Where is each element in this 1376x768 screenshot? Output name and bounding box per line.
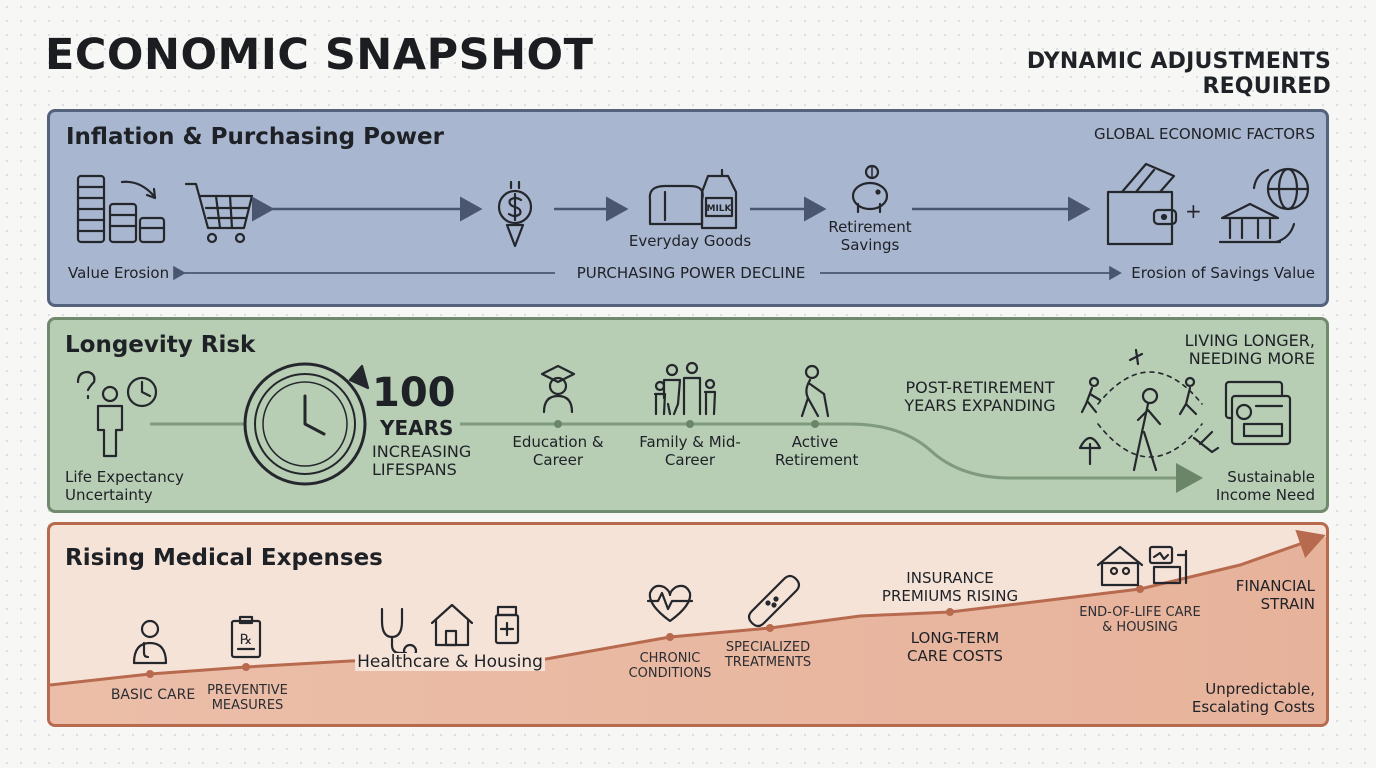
shopping-cart-icon bbox=[184, 182, 254, 244]
elder-cane-icon bbox=[800, 364, 830, 418]
financial-strain-label: FINANCIAL STRAIN bbox=[1235, 577, 1315, 613]
global-factors-label: GLOBAL ECONOMIC FACTORS bbox=[1094, 125, 1315, 143]
healthcare-housing-label: Healthcare & Housing bbox=[355, 653, 545, 671]
wallet-cash-icon bbox=[1106, 162, 1178, 246]
years-word: YEARS bbox=[380, 416, 454, 440]
timeline-dot bbox=[686, 420, 694, 428]
care-home-icon bbox=[1096, 545, 1144, 587]
hospital-monitor-icon bbox=[1148, 545, 1188, 585]
prescription-icon bbox=[230, 615, 262, 659]
milk-label: MILK bbox=[706, 204, 732, 214]
curve-dot bbox=[242, 663, 250, 671]
activities-icon bbox=[1078, 348, 1220, 472]
stage-family-label: Family & Mid-Career bbox=[639, 433, 741, 469]
bank-globe-icon bbox=[1218, 167, 1310, 244]
chronic-conditions-label: CHRONIC CONDITIONS bbox=[628, 651, 712, 681]
long-term-care-label: LONG-TERM CARE COSTS bbox=[907, 629, 1003, 665]
social-security-card-icon bbox=[1224, 380, 1292, 446]
preventive-measures-label: PREVENTIVE MEASURES bbox=[207, 683, 288, 713]
value-erosion-label: Value Erosion bbox=[68, 264, 170, 282]
timeline-dot bbox=[554, 420, 562, 428]
purchasing-power-decline-label: PURCHASING POWER DECLINE bbox=[576, 264, 806, 282]
house-icon bbox=[430, 603, 474, 647]
stethoscope-icon bbox=[380, 607, 418, 659]
rx-symbol: ℞ bbox=[240, 632, 253, 648]
medical-title: Rising Medical Expenses bbox=[65, 545, 383, 571]
life-expectancy-label: Life Expectancy Uncertainty bbox=[65, 468, 184, 504]
retirement-savings-label: Retirement Savings bbox=[828, 218, 912, 254]
curve-dot bbox=[666, 633, 674, 641]
longevity-graphics bbox=[76, 348, 1292, 493]
curve-dot bbox=[146, 670, 154, 678]
specialized-treatments-label: SPECIALIZED TREATMENTS bbox=[724, 640, 812, 670]
coin-stacks-icon bbox=[76, 174, 166, 244]
years-number: 100 bbox=[372, 370, 456, 416]
end-of-life-label: END-OF-LIFE CARE & HOUSING bbox=[1079, 605, 1201, 635]
timeline-dot bbox=[811, 420, 819, 428]
increasing-lifespans-label: INCREASING LIFESPANS bbox=[372, 442, 472, 479]
erosion-savings-label: Erosion of Savings Value bbox=[1131, 264, 1315, 282]
plus-sign: + bbox=[1185, 199, 1202, 223]
inflation-graphics: MILK bbox=[76, 162, 1310, 281]
inflation-panel: Inflation & Purchasing Power GLOBAL ECON… bbox=[47, 109, 1329, 307]
clock-icon bbox=[243, 362, 370, 486]
everyday-goods-label: Everyday Goods bbox=[628, 232, 752, 250]
inflation-title: Inflation & Purchasing Power bbox=[66, 124, 444, 150]
bandage-icon bbox=[747, 574, 801, 628]
family-icon bbox=[653, 361, 717, 416]
unpredictable-costs-label: Unpredictable, Escalating Costs bbox=[1191, 680, 1315, 716]
dollar-down-icon bbox=[497, 180, 533, 248]
medical-panel: Rising Medical Expenses ℞ bbox=[47, 522, 1329, 727]
curve-dot bbox=[946, 608, 954, 616]
pill-bottle-icon bbox=[494, 605, 520, 645]
piggy-bank-icon bbox=[851, 164, 889, 214]
insurance-premiums-label: INSURANCE PREMIUMS RISING bbox=[881, 569, 1019, 605]
medical-graphics: ℞ bbox=[50, 529, 1326, 724]
curve-dot bbox=[766, 624, 774, 632]
longevity-title: Longevity Risk bbox=[65, 332, 256, 358]
post-retirement-label: POST-RETIREMENT YEARS EXPANDING bbox=[904, 378, 1056, 415]
page-subtitle: DYNAMIC ADJUSTMENTS REQUIRED bbox=[1026, 49, 1331, 99]
bread-icon bbox=[648, 184, 704, 226]
question-person-icon bbox=[76, 370, 158, 458]
milk-jug-icon bbox=[700, 168, 738, 230]
page-title: ECONOMIC SNAPSHOT bbox=[45, 30, 594, 80]
stage-education-label: Education & Career bbox=[512, 433, 604, 469]
doctor-icon bbox=[132, 619, 168, 665]
stage-retirement-label: Active Retirement bbox=[775, 433, 859, 469]
living-longer-label: LIVING LONGER, NEEDING MORE bbox=[1184, 331, 1315, 368]
basic-care-label: BASIC CARE bbox=[110, 687, 196, 703]
income-need-label: Sustainable Income Need bbox=[1215, 468, 1315, 504]
heart-rate-icon bbox=[646, 584, 694, 623]
curve-dot bbox=[1136, 585, 1144, 593]
longevity-panel: Longevity Risk LIVING LONGER, NEEDING MO… bbox=[47, 317, 1329, 513]
graduate-icon bbox=[540, 364, 576, 414]
